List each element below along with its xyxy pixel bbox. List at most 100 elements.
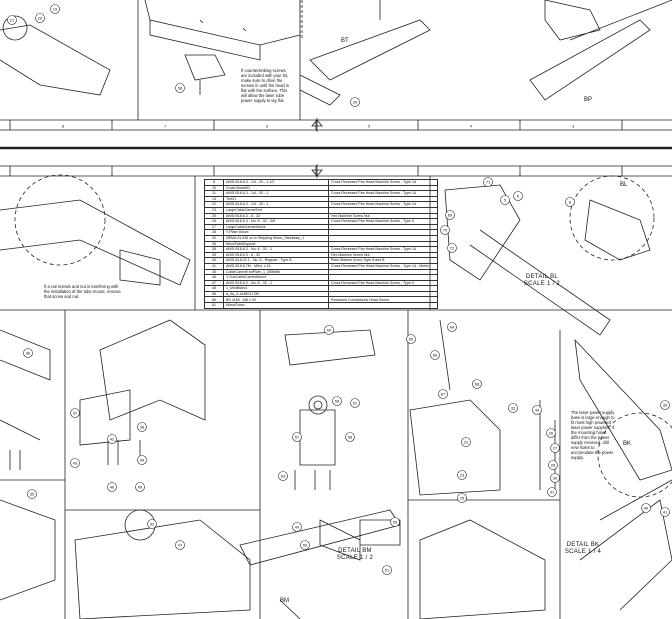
item-balloon: 58 bbox=[175, 83, 185, 93]
balloon-circle bbox=[175, 83, 185, 93]
balloon-circle bbox=[472, 379, 482, 389]
balloon-circle bbox=[438, 389, 448, 399]
item-balloon: 66 bbox=[430, 350, 440, 360]
balloon-number: 61 bbox=[353, 400, 358, 405]
item-balloon: 29 bbox=[350, 97, 360, 107]
balloon-circle bbox=[660, 507, 670, 517]
zone-label: 8 bbox=[62, 124, 65, 129]
item-balloon: 64 bbox=[447, 322, 457, 332]
description bbox=[328, 274, 438, 281]
item-balloon: 69 bbox=[445, 210, 455, 220]
view-letter-bm: BM bbox=[280, 598, 289, 604]
balloon-number: 67 bbox=[441, 391, 446, 396]
item-balloon: 21 bbox=[7, 15, 17, 25]
item-balloon: 33 bbox=[147, 519, 157, 529]
balloon-circle bbox=[457, 470, 467, 480]
zone-label: 3 bbox=[572, 124, 575, 129]
balloon-number: 27 bbox=[553, 445, 558, 450]
balloon-circle bbox=[70, 408, 80, 418]
item-balloon: 30 bbox=[550, 473, 560, 483]
balloon-circle bbox=[445, 210, 455, 220]
balloon-number: 41 bbox=[663, 509, 668, 514]
item-balloon: 44 bbox=[137, 455, 147, 465]
balloon-number: 69 bbox=[448, 212, 453, 217]
note-countersink: If countersinking screws are included wi… bbox=[241, 68, 289, 103]
item-balloon: 50 bbox=[300, 540, 310, 550]
balloon-number: 57 bbox=[295, 434, 300, 439]
item-balloon: 40 bbox=[641, 503, 651, 513]
balloon-circle bbox=[332, 396, 342, 406]
balloon-number: 58 bbox=[348, 434, 353, 439]
detail-title: DETAIL BK bbox=[566, 542, 600, 548]
balloon-circle bbox=[565, 197, 575, 207]
item-balloon: 47 bbox=[175, 540, 185, 550]
item-balloon: 67 bbox=[438, 389, 448, 399]
description bbox=[328, 268, 438, 276]
balloon-number: 34 bbox=[535, 407, 540, 412]
balloon-number: 33 bbox=[150, 521, 155, 526]
balloon-number: 68 bbox=[475, 381, 480, 386]
item-balloon: 46 bbox=[107, 482, 117, 492]
balloon-circle bbox=[547, 487, 557, 497]
balloon-number: 44 bbox=[140, 457, 145, 462]
balloon-circle bbox=[107, 482, 117, 492]
item-balloon: 60 bbox=[324, 325, 334, 335]
balloon-number: 46 bbox=[110, 484, 115, 489]
balloon-number: 36 bbox=[26, 350, 31, 355]
balloon-number: 22 bbox=[464, 439, 469, 444]
detail-title: DETAIL BL bbox=[525, 274, 559, 280]
balloon-number: 19 bbox=[53, 6, 58, 11]
item-balloon: 6 bbox=[513, 191, 523, 201]
item-balloon: 22 bbox=[461, 437, 471, 447]
balloon-number: 65 bbox=[409, 336, 414, 341]
detail-title: DETAIL BM bbox=[338, 548, 372, 554]
balloon-number: 50 bbox=[303, 542, 308, 547]
balloon-circle bbox=[23, 348, 33, 358]
balloon-circle bbox=[513, 191, 523, 201]
item-balloon: 68 bbox=[472, 379, 482, 389]
balloon-circle bbox=[137, 455, 147, 465]
balloon-circle bbox=[70, 458, 80, 468]
balloon-number: 55 bbox=[393, 519, 398, 524]
balloon-circle bbox=[440, 225, 450, 235]
detail-bm-label: DETAIL BM SCALE 1 / 2 bbox=[325, 548, 385, 562]
item-balloon: 34 bbox=[532, 405, 542, 415]
balloon-circle bbox=[147, 519, 157, 529]
balloon-number: 30 bbox=[553, 475, 558, 480]
balloon-circle bbox=[50, 4, 60, 14]
balloon-number: 43 bbox=[73, 460, 78, 465]
balloon-number: 49 bbox=[295, 524, 300, 529]
balloon-number: 37 bbox=[73, 410, 78, 415]
item-balloon: 61 bbox=[350, 398, 360, 408]
balloon-number: 25 bbox=[460, 495, 465, 500]
balloon-circle bbox=[137, 422, 147, 432]
balloon-circle bbox=[641, 503, 651, 513]
balloon-number: 23 bbox=[460, 472, 465, 477]
item-balloon: 5 bbox=[500, 195, 510, 205]
item-balloon: 59 bbox=[332, 396, 342, 406]
view-letter-bl: BL bbox=[620, 182, 628, 188]
balloon-circle bbox=[406, 334, 416, 344]
item-balloon: 25 bbox=[457, 493, 467, 503]
detail-scale: SCALE 1 / 2 bbox=[523, 281, 561, 287]
balloon-circle bbox=[532, 405, 542, 415]
zone-label: 6 bbox=[266, 124, 269, 129]
balloon-circle bbox=[382, 565, 392, 575]
balloon-number: 42 bbox=[110, 436, 115, 441]
balloon-number: 40 bbox=[644, 505, 649, 510]
item-balloon: 42 bbox=[107, 434, 117, 444]
balloon-circle bbox=[135, 482, 145, 492]
item-balloon: 31 bbox=[547, 487, 557, 497]
zone-label: 7 bbox=[164, 124, 167, 129]
item-balloon: 57 bbox=[292, 432, 302, 442]
item-balloon: 23 bbox=[457, 470, 467, 480]
balloon-circle bbox=[447, 243, 457, 253]
item-balloon: 41 bbox=[660, 507, 670, 517]
